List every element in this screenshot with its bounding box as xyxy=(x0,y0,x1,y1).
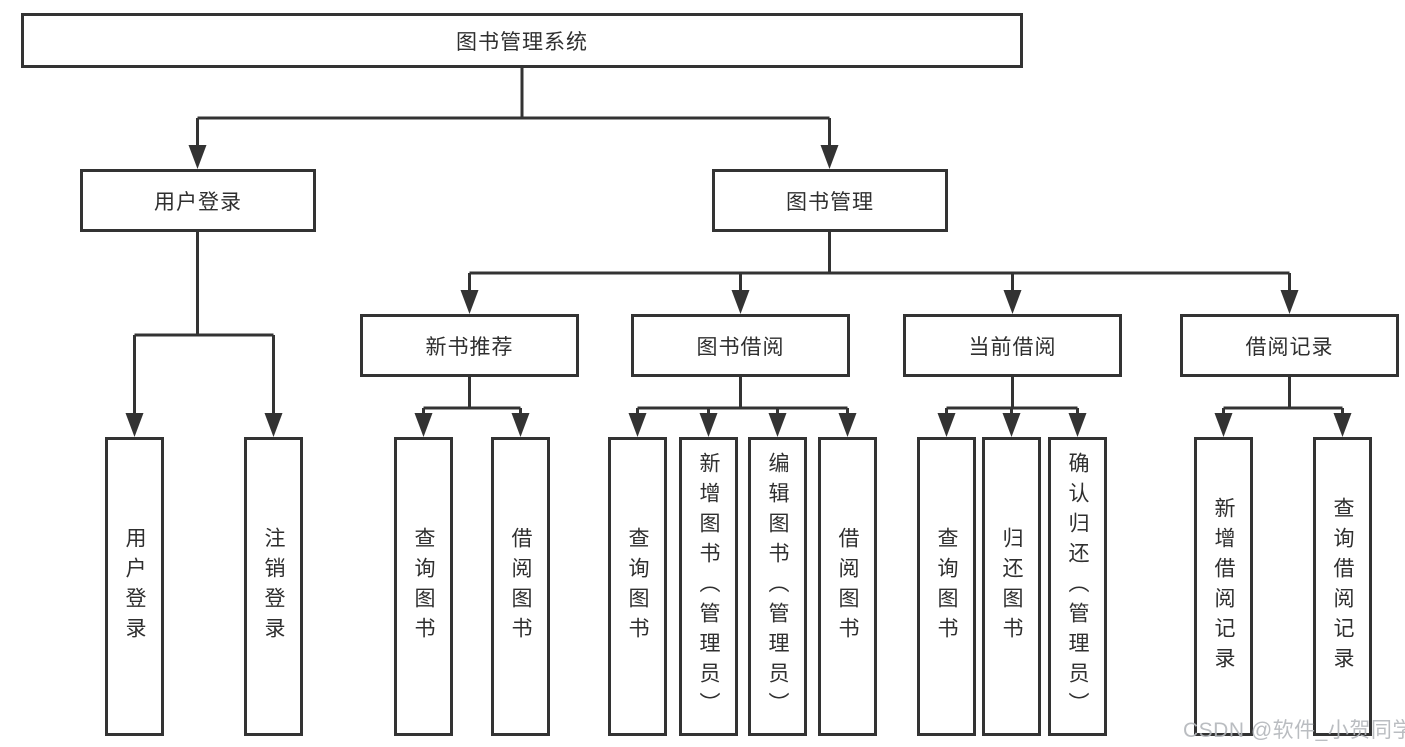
watermark-text: CSDN @软件_小贺同学 xyxy=(1183,719,1405,742)
connector-paths xyxy=(133,68,1344,420)
node-user-login: 用户登录 xyxy=(80,169,316,232)
node-borrow-records: 借阅记录 xyxy=(1180,314,1399,377)
leaf-query-books-borrow: 查询图书 xyxy=(608,437,667,736)
leaf-confirm-return-admin: 确认归还（管理员） xyxy=(1048,437,1107,736)
leaf-user-login: 用户登录 xyxy=(105,437,164,736)
leaf-query-books-current: 查询图书 xyxy=(917,437,976,736)
node-book-borrow: 图书借阅 xyxy=(631,314,850,377)
leaf-return-book: 归还图书 xyxy=(982,437,1041,736)
arrowheads xyxy=(125,145,1352,437)
node-book-management: 图书管理 xyxy=(712,169,948,232)
leaf-query-books-recommend: 查询图书 xyxy=(394,437,453,736)
node-root: 图书管理系统 xyxy=(21,13,1023,68)
leaf-query-borrow-record: 查询借阅记录 xyxy=(1313,437,1372,736)
leaf-borrow-books-recommend: 借阅图书 xyxy=(491,437,550,736)
leaf-logout: 注销登录 xyxy=(244,437,303,736)
leaf-edit-book-admin: 编辑图书（管理员） xyxy=(748,437,807,736)
leaf-add-borrow-record: 新增借阅记录 xyxy=(1194,437,1253,736)
leaf-add-book-admin: 新增图书（管理员） xyxy=(679,437,738,736)
leaf-borrow-books: 借阅图书 xyxy=(818,437,877,736)
node-new-book-recommend: 新书推荐 xyxy=(360,314,579,377)
node-current-borrow: 当前借阅 xyxy=(903,314,1122,377)
